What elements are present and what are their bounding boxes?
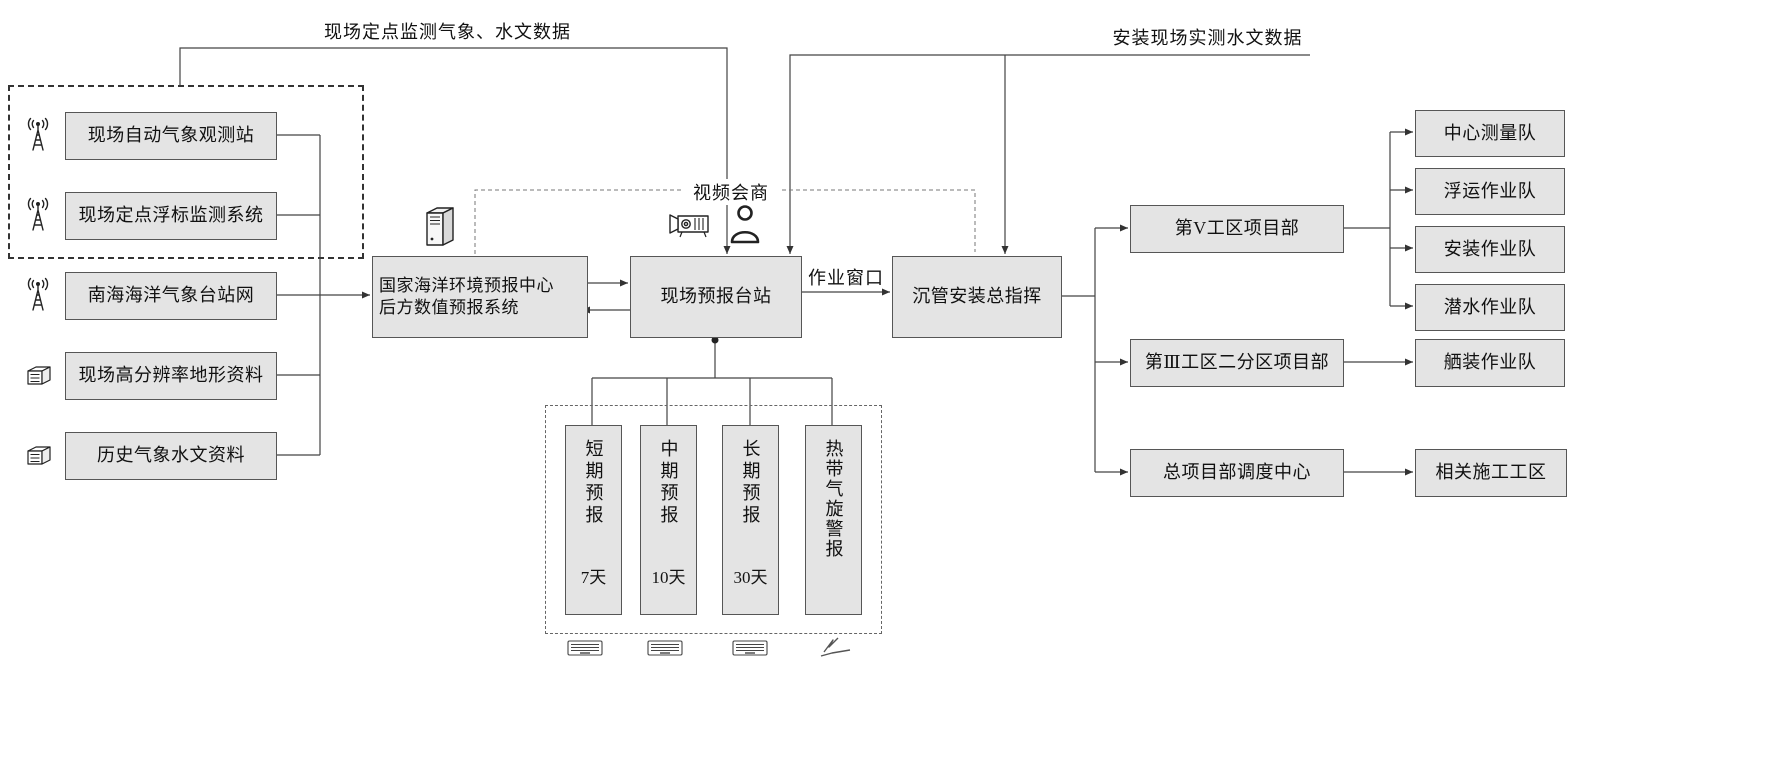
work-window-label: 作业窗口 [808,268,884,288]
forecast-label: 中期预报 [658,439,679,527]
team-box-installation: 安装作业队 [1415,226,1565,273]
forecast-box-cyclone-warning: 热带气旋警报 [805,425,862,615]
report-icon [732,640,768,656]
forecast-label: 短期预报 [583,439,604,527]
source-box-buoy-monitoring-system: 现场定点浮标监测系统 [65,192,277,240]
team-box-outfitting: 舾装作业队 [1415,339,1565,387]
archive-icon [26,444,52,466]
source-box-terrain-data: 现场高分辨率地形资料 [65,352,277,400]
department-box-zone-v: 第V工区项目部 [1130,205,1344,253]
video-conference-label: 视频会商 [682,179,780,205]
server-icon [421,203,459,249]
team-box-center-survey: 中心测量队 [1415,110,1565,157]
site-forecast-station-box: 现场预报台站 [630,256,802,338]
fixed-monitoring-group-outline [8,85,364,259]
flow-label-measured-hydro-data: 安装现场实测水文数据 [1112,28,1303,48]
source-box-historical-data: 历史气象水文资料 [65,432,277,480]
report-icon [647,640,683,656]
department-box-zone-iii: 第Ⅲ工区二分区项目部 [1130,339,1344,387]
team-box-floating-transport: 浮运作业队 [1415,168,1565,215]
report-icon [567,640,603,656]
national-forecast-system-box: 国家海洋环境预报中心 后方数值预报系统 [372,256,588,338]
lightning-icon [818,635,858,659]
archive-icon [26,364,52,386]
flow-label-fixed-monitoring-data: 现场定点监测气象、水文数据 [324,22,571,42]
projector-icon [668,210,714,240]
team-box-diving: 潜水作业队 [1415,284,1565,331]
antenna-icon [26,197,50,233]
installation-commander-box: 沉管安装总指挥 [892,256,1062,338]
forecast-duration: 7天 [580,568,607,587]
forecast-label: 长期预报 [740,439,761,527]
team-box-related-zones: 相关施工工区 [1415,449,1567,497]
forecast-duration: 30天 [733,568,768,587]
source-box-auto-weather-station: 现场自动气象观测站 [65,112,277,160]
person-icon [728,203,762,245]
source-box-scs-station-network: 南海海洋气象台站网 [65,272,277,320]
forecast-box-long-term: 长期预报 30天 [722,425,779,615]
department-box-dispatch-center: 总项目部调度中心 [1130,449,1344,497]
forecast-box-mid-term: 中期预报 10天 [640,425,697,615]
forecast-label: 热带气旋警报 [823,439,844,559]
forecast-duration: 10天 [651,568,686,587]
antenna-icon [26,277,50,313]
antenna-icon [26,117,50,153]
forecast-box-short-term: 短期预报 7天 [565,425,622,615]
forecast-products-group-outline [545,405,882,634]
